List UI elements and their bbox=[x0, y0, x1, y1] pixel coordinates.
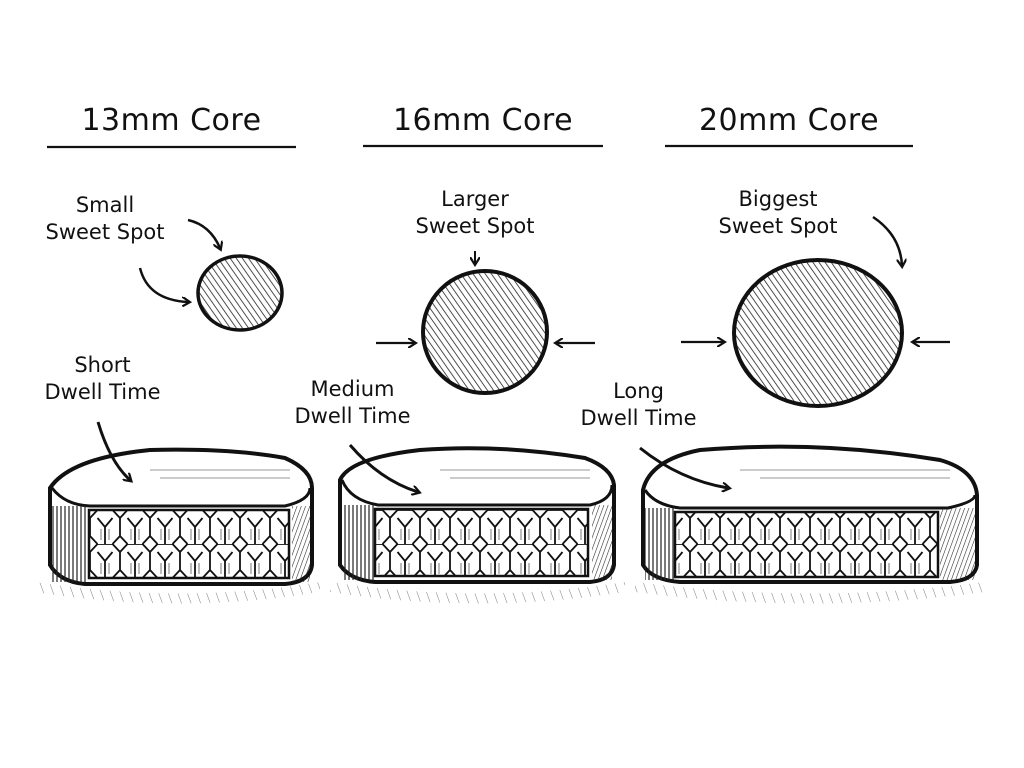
column-title-16mm: 16mm Core bbox=[392, 103, 574, 138]
sweet-spot-label-line-2: Sweet Spot bbox=[718, 214, 838, 239]
puck-13mm bbox=[35, 421, 320, 604]
arrow-icon bbox=[872, 215, 902, 265]
sweet-spot-label-20mm: Biggest Sweet Spot bbox=[703, 186, 853, 241]
sweet-spot-label-line-1: Biggest bbox=[738, 187, 818, 211]
sweet-spot-label-16mm: Larger Sweet Spot bbox=[400, 186, 550, 241]
sweet-spot-16mm bbox=[421, 269, 549, 395]
sweet-spot-20mm bbox=[732, 258, 904, 408]
column-title-13mm: 13mm Core bbox=[81, 103, 262, 138]
column-title-20mm: 20mm Core bbox=[698, 103, 880, 138]
dwell-label-line-2: Dwell Time bbox=[44, 380, 161, 405]
arrow-icon bbox=[138, 267, 188, 302]
dwell-label-20mm: Long Dwell Time bbox=[566, 378, 711, 433]
puck-20mm bbox=[635, 444, 985, 604]
sweet-spot-13mm bbox=[196, 254, 284, 332]
arrow-icon bbox=[96, 421, 130, 480]
sweet-spot-label-13mm: Small Sweet Spot bbox=[30, 192, 180, 247]
dwell-label-line-1: Short bbox=[74, 353, 131, 377]
sweet-spot-label-line-2: Sweet Spot bbox=[415, 214, 535, 239]
dwell-label-16mm: Medium Dwell Time bbox=[280, 376, 425, 431]
arrow-icon bbox=[187, 218, 220, 248]
sweet-spot-label-line-1: Small bbox=[75, 193, 135, 217]
dwell-label-line-1: Long bbox=[613, 379, 664, 403]
arrow-icon bbox=[348, 444, 418, 492]
arrow-icon bbox=[639, 446, 728, 488]
dwell-label-line-1: Medium bbox=[310, 377, 395, 401]
dwell-label-line-2: Dwell Time bbox=[580, 406, 697, 431]
dwell-label-line-2: Dwell Time bbox=[294, 404, 411, 429]
dwell-label-13mm: Short Dwell Time bbox=[30, 352, 175, 407]
sweet-spot-label-line-1: Larger bbox=[441, 187, 509, 211]
sweet-spot-label-line-2: Sweet Spot bbox=[45, 220, 165, 245]
puck-16mm bbox=[330, 444, 625, 604]
